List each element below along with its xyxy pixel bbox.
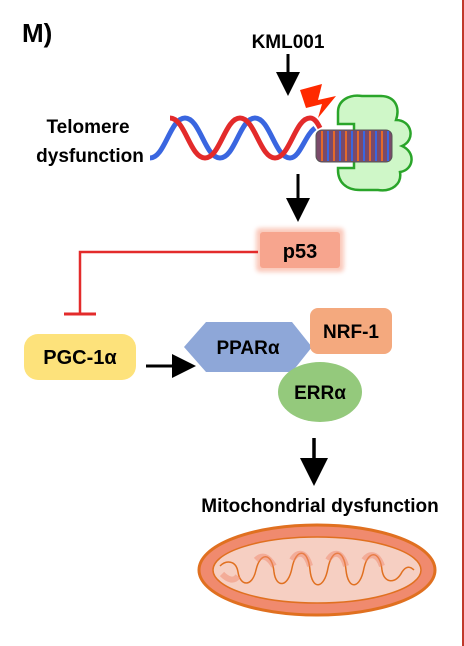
telomere-repeats bbox=[315, 129, 393, 163]
p53-label: p53 bbox=[283, 241, 317, 263]
mito-dysfunction-label: Mitochondrial dysfunction bbox=[201, 496, 439, 517]
panel-right-border bbox=[462, 0, 464, 646]
telomere-label-line2: dysfunction bbox=[36, 146, 144, 167]
pgc1a-label: PGC-1α bbox=[43, 347, 117, 369]
nrf1-box bbox=[310, 308, 392, 354]
mitochondrion-icon bbox=[197, 523, 437, 617]
ppara-hexagon bbox=[184, 322, 312, 372]
pgc1a-box bbox=[24, 334, 136, 380]
p53-inhibition-line bbox=[78, 250, 258, 314]
ppara-label: PPARα bbox=[216, 338, 279, 359]
dna-strand-red bbox=[169, 115, 323, 161]
dna-strand-blue bbox=[149, 115, 317, 161]
kml001-label: KML001 bbox=[252, 32, 325, 53]
erra-label: ERRα bbox=[294, 383, 346, 404]
telomere-label-line1: Telomere bbox=[46, 117, 129, 138]
panel-label: M) bbox=[22, 18, 52, 48]
nrf1-label: NRF-1 bbox=[323, 322, 379, 343]
lightning-icon bbox=[300, 84, 336, 118]
p53-box bbox=[260, 232, 340, 268]
erra-ellipse bbox=[278, 362, 362, 422]
